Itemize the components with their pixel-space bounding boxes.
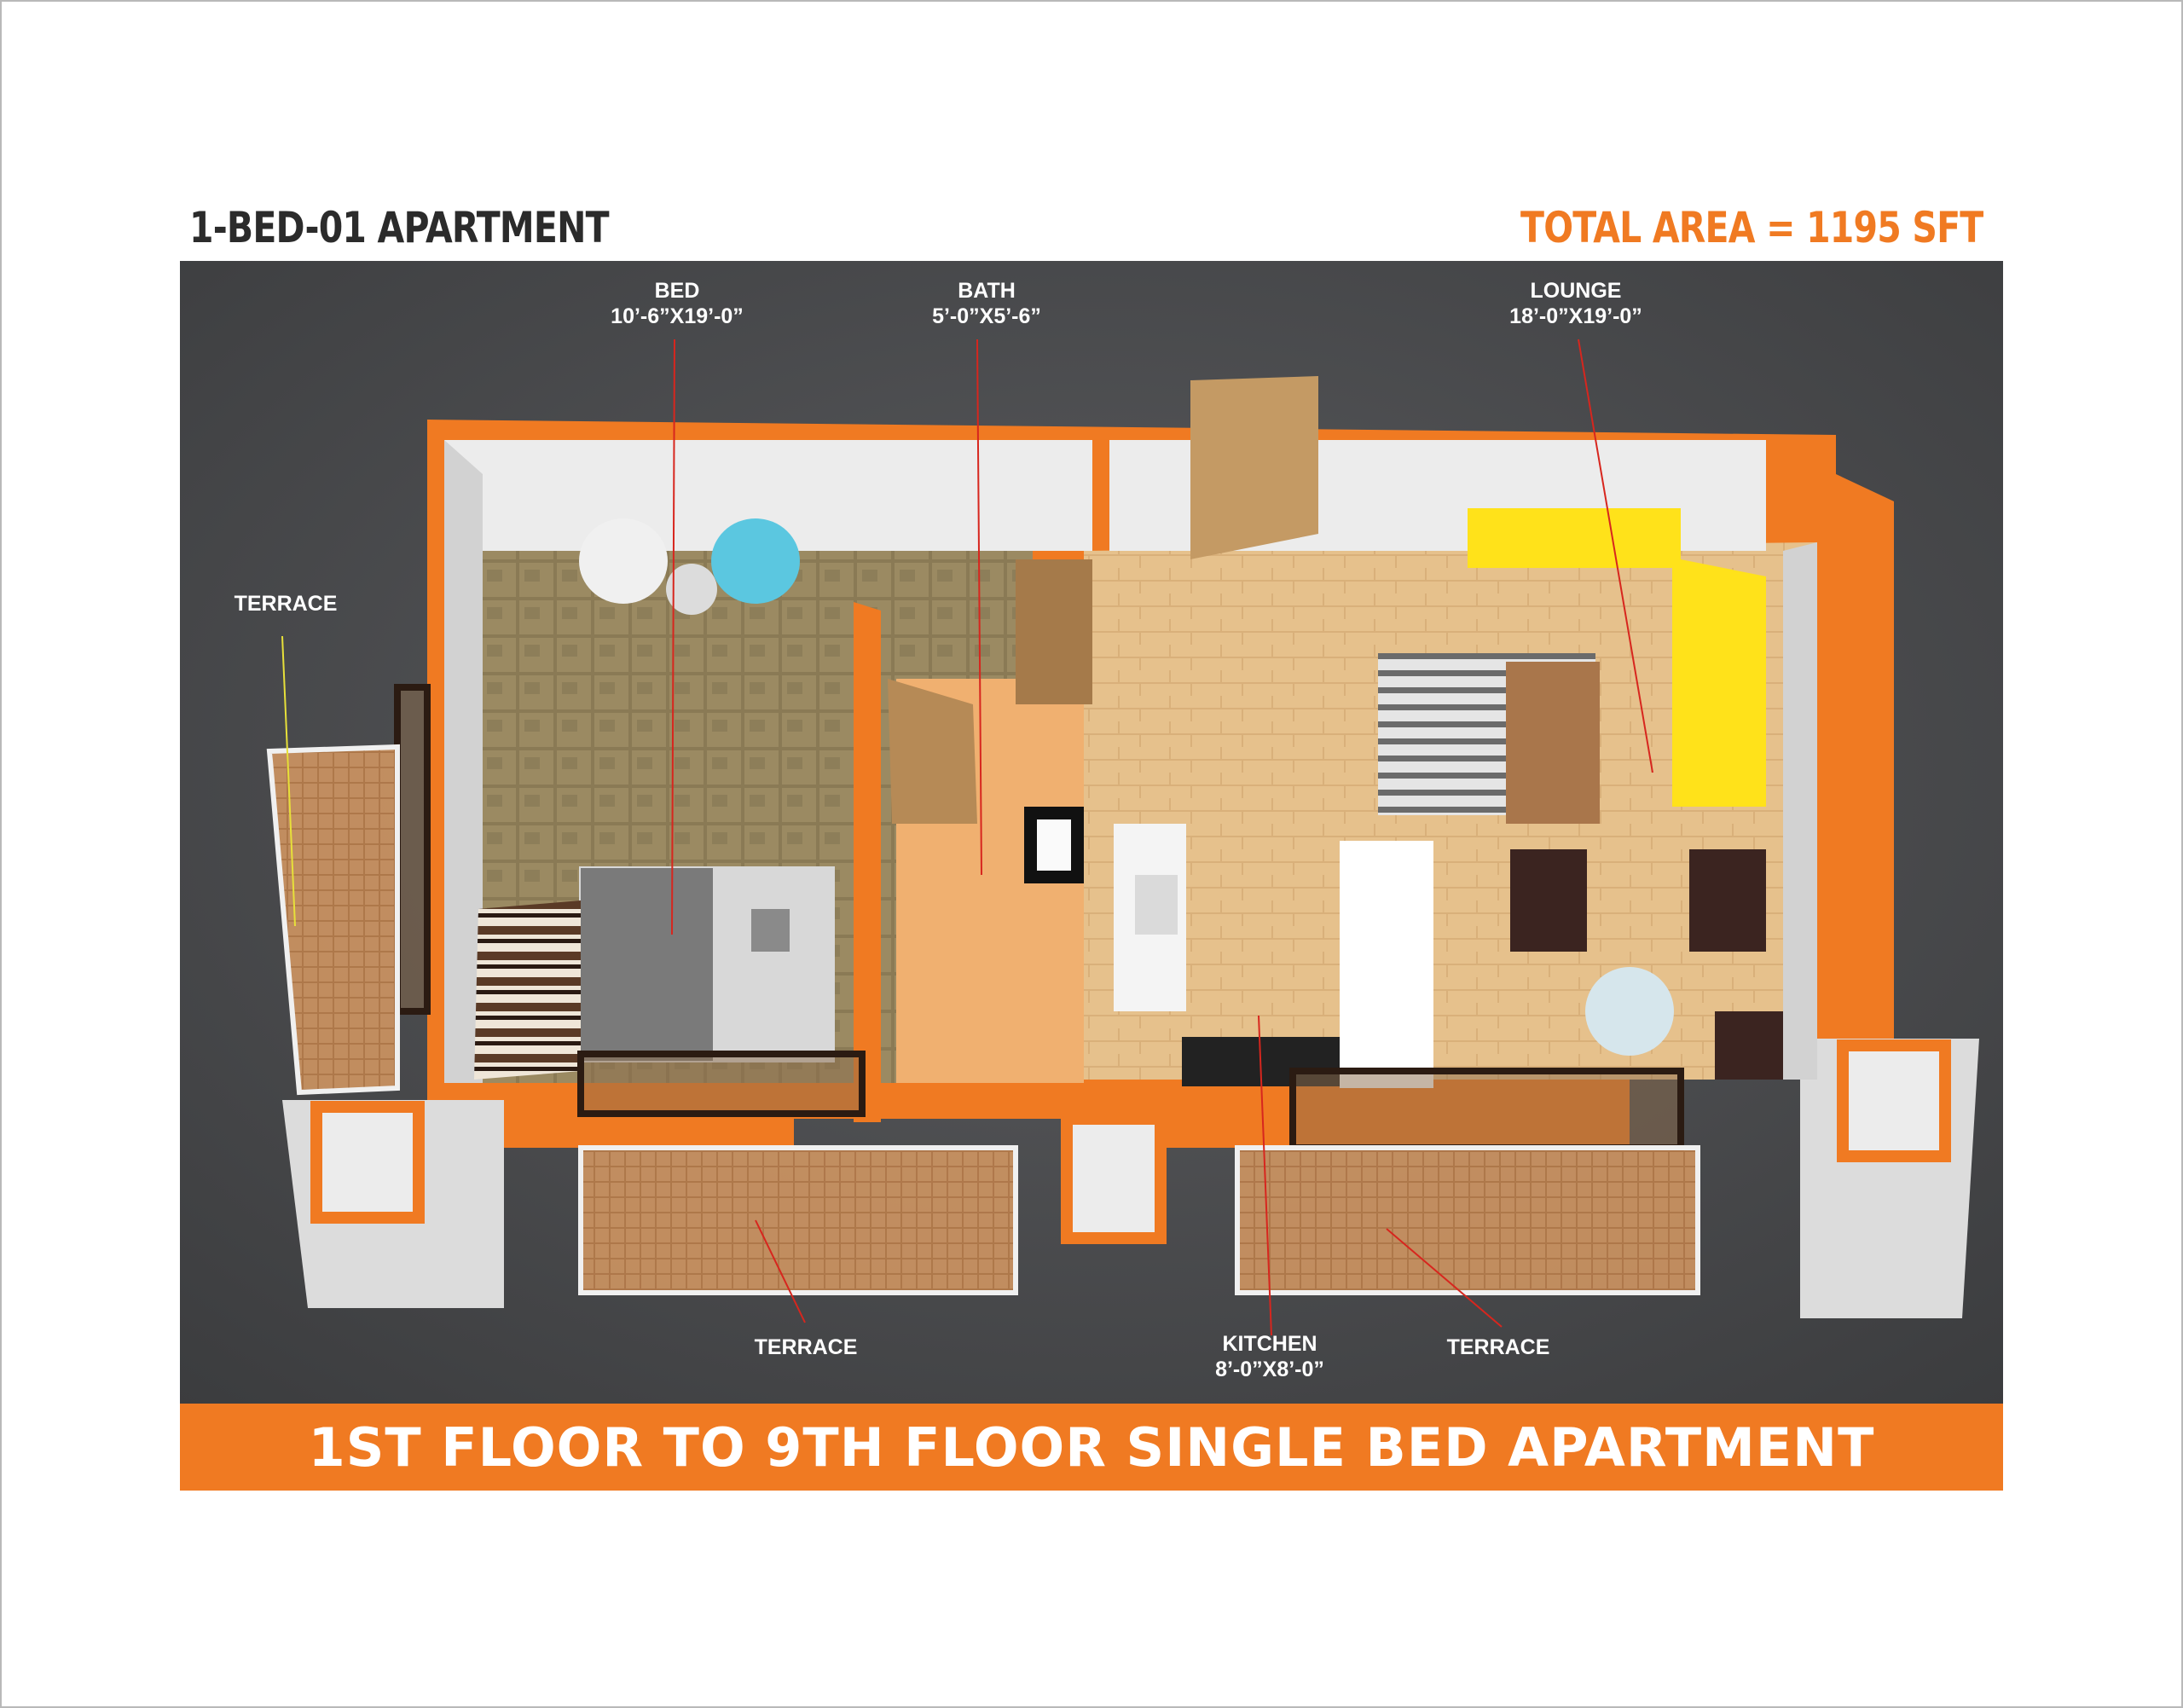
floor-plan-render: BED 10’-6”X19’-0” BATH 5’-0”X5’-6” LOUNG… — [180, 261, 2003, 1404]
bath-label: BATH — [958, 279, 1016, 303]
bedroom-window — [577, 1051, 866, 1117]
coffee-table — [1506, 662, 1600, 824]
terrace-bottom-left-leader-line — [755, 1219, 806, 1323]
floor-range-banner: 1ST FLOOR TO 9TH FLOOR SINGLE BED APARTM… — [180, 1404, 2003, 1491]
terrace-bottom-left-label: TERRACE — [755, 1335, 858, 1359]
terrace-left-label: TERRACE — [235, 592, 338, 616]
dining-chair-1 — [1510, 849, 1587, 952]
bath-door — [888, 679, 977, 824]
left-wall-inner — [444, 440, 483, 1083]
lounge-window — [1289, 1068, 1684, 1151]
lounge-label: LOUNGE — [1531, 279, 1622, 303]
bed-size-label: 10’-6”X19’-0” — [611, 304, 744, 328]
entrance-door — [1190, 376, 1318, 559]
armchair-blue — [711, 518, 800, 604]
lounge-size-label: 18’-0”X19’-0” — [1509, 304, 1642, 328]
pillar-left — [310, 1101, 425, 1224]
dining-table — [1585, 967, 1674, 1056]
kitchen-size-label: 8’-0”X8’-0” — [1215, 1358, 1324, 1381]
pillar-right — [1837, 1039, 1951, 1162]
terrace-bottom-right-label: TERRACE — [1447, 1335, 1550, 1359]
floor-range-text: 1ST FLOOR TO 9TH FLOOR SINGLE BED APARTM… — [308, 1416, 1875, 1479]
bed-label: BED — [655, 279, 700, 303]
kitchen-leader-line — [1258, 1015, 1272, 1336]
left-window — [394, 684, 431, 1015]
terrace-bottom-right — [1235, 1145, 1700, 1295]
wardrobe — [1016, 559, 1092, 704]
toilet-seat — [1037, 819, 1071, 871]
side-table — [666, 564, 717, 615]
bath-leader-line — [976, 339, 982, 876]
total-area: TOTAL AREA = 1195 SFT — [1520, 203, 1983, 252]
kitchen-island — [1340, 841, 1433, 1088]
lounge-leader-line — [1578, 339, 1653, 773]
bed-leader-line — [671, 339, 675, 935]
apartment-title: 1-BED-01 APARTMENT — [189, 203, 610, 252]
armchair-white — [579, 518, 668, 604]
terrace-left — [266, 744, 400, 1096]
bath-size-label: 5’-0”X5’-6” — [932, 304, 1041, 328]
divider-wall — [854, 602, 881, 1122]
pillow — [751, 909, 790, 952]
terrace-bottom-right-leader-line — [1386, 1228, 1503, 1328]
bed-cover — [581, 868, 713, 1061]
bedroom-rug — [474, 900, 581, 1080]
pillar-mid — [1061, 1113, 1167, 1244]
terrace-left-leader-line — [281, 635, 296, 927]
terrace-bottom-left — [578, 1145, 1018, 1295]
kitchen-label: KITCHEN — [1222, 1332, 1317, 1356]
right-wall-inner — [1783, 542, 1817, 1080]
sink — [1135, 875, 1178, 935]
dining-chair-3 — [1715, 1011, 1783, 1080]
dining-chair-2 — [1689, 849, 1766, 952]
sofa — [1468, 508, 1766, 807]
